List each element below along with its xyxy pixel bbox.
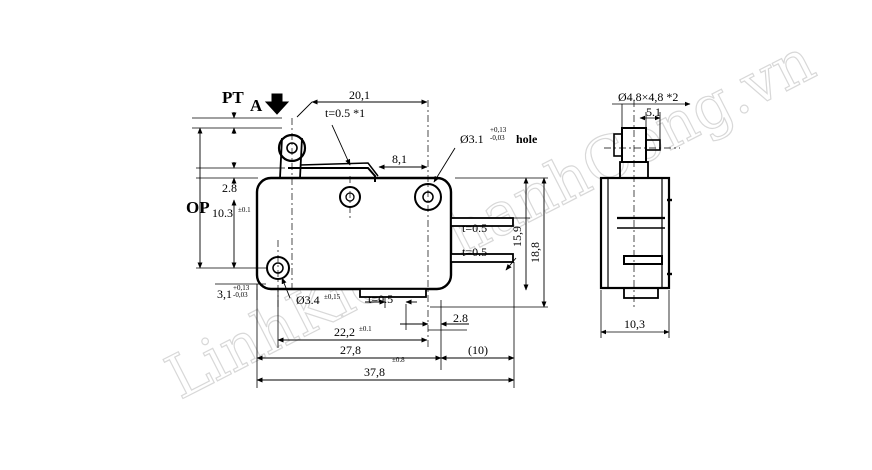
dim-18-8: 18,8 (528, 242, 542, 263)
dim-22-2-tol: ±0.1 (359, 325, 372, 333)
dim-terminal-thickness-a: t=0.5 (462, 221, 487, 235)
side-dim-4-8: Ø4.8×4,8 *2 (618, 90, 678, 104)
lever-arm (288, 167, 376, 182)
side-body (599, 176, 671, 290)
dim-hole-tol-plus: +0,13 (490, 126, 507, 134)
dim-10-3-tol: ±0.1 (238, 206, 251, 214)
terminal-middle (450, 253, 514, 263)
dim-hole-word: hole (516, 132, 538, 146)
terminal-bottom (359, 288, 427, 298)
terminal-upper (450, 217, 514, 227)
dim-thickness-top: t=0.5 *1 (325, 106, 365, 120)
force-arrow-icon (264, 93, 290, 115)
dim-3-4: Ø3.4 (296, 293, 320, 307)
dim-3-1-tol-plus: +0,13 (233, 284, 250, 292)
dim-10-paren: (10) (468, 343, 488, 357)
side-dim-10-3: 10,3 (624, 317, 645, 331)
dim-3-1-tol-minus: -0,03 (233, 291, 248, 299)
dim-27-8: 27,8 (340, 343, 361, 357)
dim-8-1: 8,1 (392, 152, 407, 166)
label-op: OP (186, 198, 210, 217)
dim-20-1: 20,1 (349, 88, 370, 102)
dim-27-8-tol: ±0.8 (392, 356, 405, 364)
label-a: A (250, 96, 263, 115)
dim-10-3: 10.3 (212, 206, 233, 220)
switch-body (255, 176, 453, 291)
dim-hole-tol-minus: -0,03 (490, 134, 505, 142)
dim-15-9: 15,9 (510, 226, 524, 247)
dim-hole: Ø3.1 (460, 132, 484, 146)
front-view (192, 93, 548, 388)
label-pt: PT (222, 88, 244, 107)
side-dim-5-1: 5.1 (646, 105, 661, 119)
dim-37-8: 37,8 (364, 365, 385, 379)
dim-terminal-thickness-b: t=0.5 (462, 245, 487, 259)
dim-2-8-left: 2.8 (222, 181, 237, 195)
dim-22-2: 22,2 (334, 325, 355, 339)
side-view (599, 100, 691, 338)
dim-2-8-right: 2.8 (453, 311, 468, 325)
dim-terminal-thickness-bottom: t=0.5 (368, 292, 393, 306)
dim-3-4-tol: ±0,15 (324, 293, 341, 301)
dim-3-1: 3,1 (217, 287, 232, 301)
